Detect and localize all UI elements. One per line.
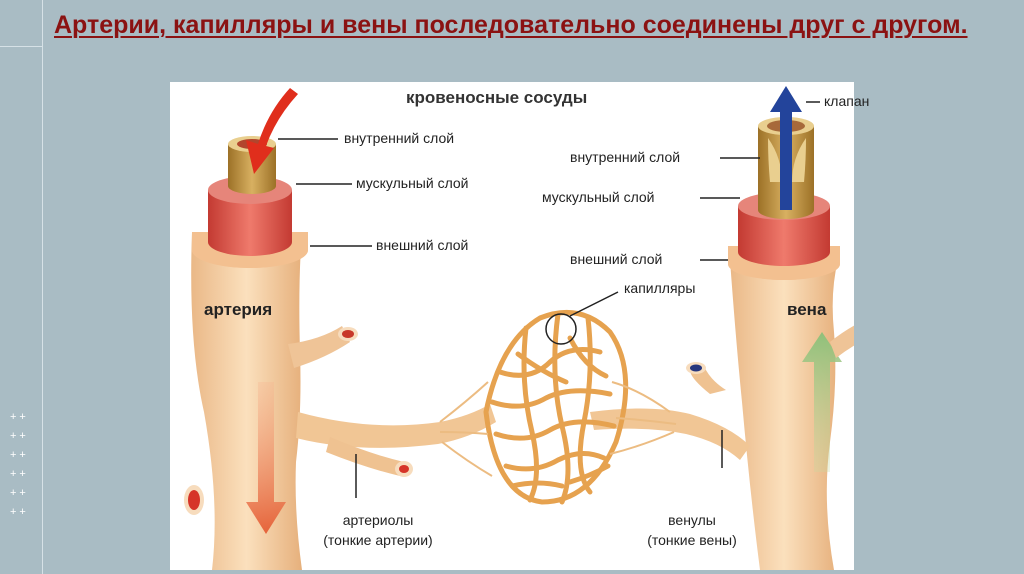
vein-valve-label: клапан	[824, 93, 870, 109]
arterioles-label-line2: (тонкие артерии)	[323, 532, 433, 548]
artery-outer-layer-label: внешний слой	[376, 237, 469, 253]
vessels-illustration	[184, 86, 854, 570]
artery-muscle-layer-label: мускульный слой	[356, 175, 469, 191]
arterioles-label: артериолы (тонкие артерии)	[308, 510, 448, 550]
capillaries-label: капилляры	[624, 280, 696, 296]
vein-outer-layer-label: внешний слой	[570, 251, 663, 267]
leader-lines	[278, 101, 820, 498]
slide-title: Артерии, капилляры и вены последовательн…	[54, 11, 968, 39]
frame-horizontal-line	[0, 46, 42, 47]
venules-label-line2: (тонкие вены)	[647, 532, 737, 548]
vein-inner-layer-label: внутренний слой	[570, 149, 681, 165]
vein-group	[590, 86, 854, 570]
artery-inner-layer-label: внутренний слой	[344, 130, 455, 146]
capillary-thin-links	[439, 381, 677, 477]
vein-muscle-layer-label: мускульный слой	[542, 189, 655, 205]
figure-heading: кровеносные сосуды	[406, 88, 588, 107]
decorative-crosses: ++++++++++++	[10, 411, 29, 518]
venules-label-line1: венулы	[668, 512, 716, 528]
artery-label: артерия	[204, 300, 273, 319]
frame-vertical-line	[42, 0, 43, 574]
capillary-highlight-circle	[545, 313, 577, 345]
vein-label: вена	[787, 300, 827, 319]
artery-group	[184, 88, 496, 570]
capillary-network	[483, 309, 629, 505]
arterioles-label-line1: артериолы	[342, 512, 414, 528]
venules-label: венулы (тонкие вены)	[622, 510, 762, 550]
blood-vessels-figure: кровеносные сосуды внутренний слой муску…	[170, 82, 869, 570]
